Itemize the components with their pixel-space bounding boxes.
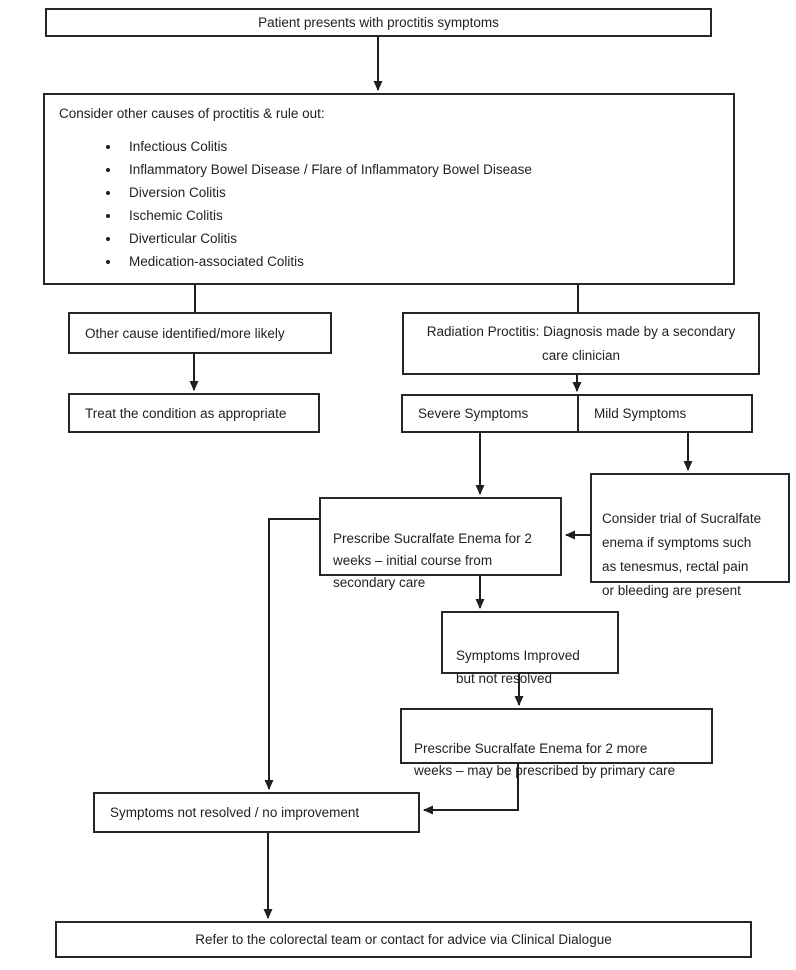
connector-prescribemore-to-notresolved bbox=[423, 764, 519, 815]
rule-out-bullet: Inflammatory Bowel Disease / Flare of In… bbox=[121, 158, 719, 181]
node-prescribe-more-enema-label: Prescribe Sucralfate Enema for 2 more we… bbox=[414, 741, 676, 778]
connector-prescribe-to-notresolved bbox=[264, 518, 319, 790]
rule-out-bullet-list: Infectious Colitis Inflammatory Bowel Di… bbox=[59, 135, 719, 273]
rule-out-bullet: Diversion Colitis bbox=[121, 181, 719, 204]
node-consider-trial: Consider trial of Sucralfate enema if sy… bbox=[590, 473, 790, 598]
node-symptoms-not-resolved: Symptoms not resolved / no improvement bbox=[93, 792, 420, 833]
node-treat-condition-label: Treat the condition as appropriate bbox=[85, 405, 287, 421]
rule-out-bullet: Diverticular Colitis bbox=[121, 227, 719, 250]
node-mild-symptoms-label: Mild Symptoms bbox=[594, 406, 687, 421]
node-consider-trial-label: Consider trial of Sucralfate enema if sy… bbox=[602, 511, 762, 598]
node-severe-symptoms: Severe Symptoms bbox=[403, 396, 579, 431]
node-symptoms-improved: Symptoms Improved but not resolved bbox=[441, 611, 619, 686]
node-rule-out: Consider other causes of proctitis & rul… bbox=[43, 93, 735, 285]
node-treat-condition: Treat the condition as appropriate bbox=[68, 393, 320, 433]
node-refer-colorectal: Refer to the colorectal team or contact … bbox=[55, 921, 752, 958]
node-rule-out-title: Consider other causes of proctitis & rul… bbox=[59, 106, 325, 121]
node-refer-colorectal-label: Refer to the colorectal team or contact … bbox=[195, 932, 612, 947]
node-severe-symptoms-label: Severe Symptoms bbox=[418, 406, 529, 421]
node-other-cause-label: Other cause identified/more likely bbox=[85, 325, 285, 341]
node-symptoms-improved-label: Symptoms Improved but not resolved bbox=[456, 648, 580, 686]
node-patient-presents: Patient presents with proctitis symptoms bbox=[45, 8, 712, 37]
node-prescribe-initial-enema-label: Prescribe Sucralfate Enema for 2 weeks –… bbox=[333, 531, 532, 590]
node-mild-symptoms: Mild Symptoms bbox=[579, 396, 751, 431]
rule-out-bullet: Ischemic Colitis bbox=[121, 204, 719, 227]
node-prescribe-more-enema: Prescribe Sucralfate Enema for 2 more we… bbox=[400, 708, 713, 778]
node-symptom-severity-split: Severe Symptoms Mild Symptoms bbox=[401, 394, 753, 433]
rule-out-bullet: Infectious Colitis bbox=[121, 135, 719, 158]
rule-out-bullet: Medication-associated Colitis bbox=[121, 250, 719, 273]
node-radiation-proctitis-label: Radiation Proctitis: Diagnosis made by a… bbox=[426, 323, 736, 363]
node-patient-presents-label: Patient presents with proctitis symptoms bbox=[258, 15, 499, 30]
node-radiation-proctitis: Radiation Proctitis: Diagnosis made by a… bbox=[402, 312, 760, 375]
node-other-cause: Other cause identified/more likely bbox=[68, 312, 332, 354]
node-prescribe-initial-enema: Prescribe Sucralfate Enema for 2 weeks –… bbox=[319, 497, 562, 590]
node-symptoms-not-resolved-label: Symptoms not resolved / no improvement bbox=[110, 805, 360, 820]
